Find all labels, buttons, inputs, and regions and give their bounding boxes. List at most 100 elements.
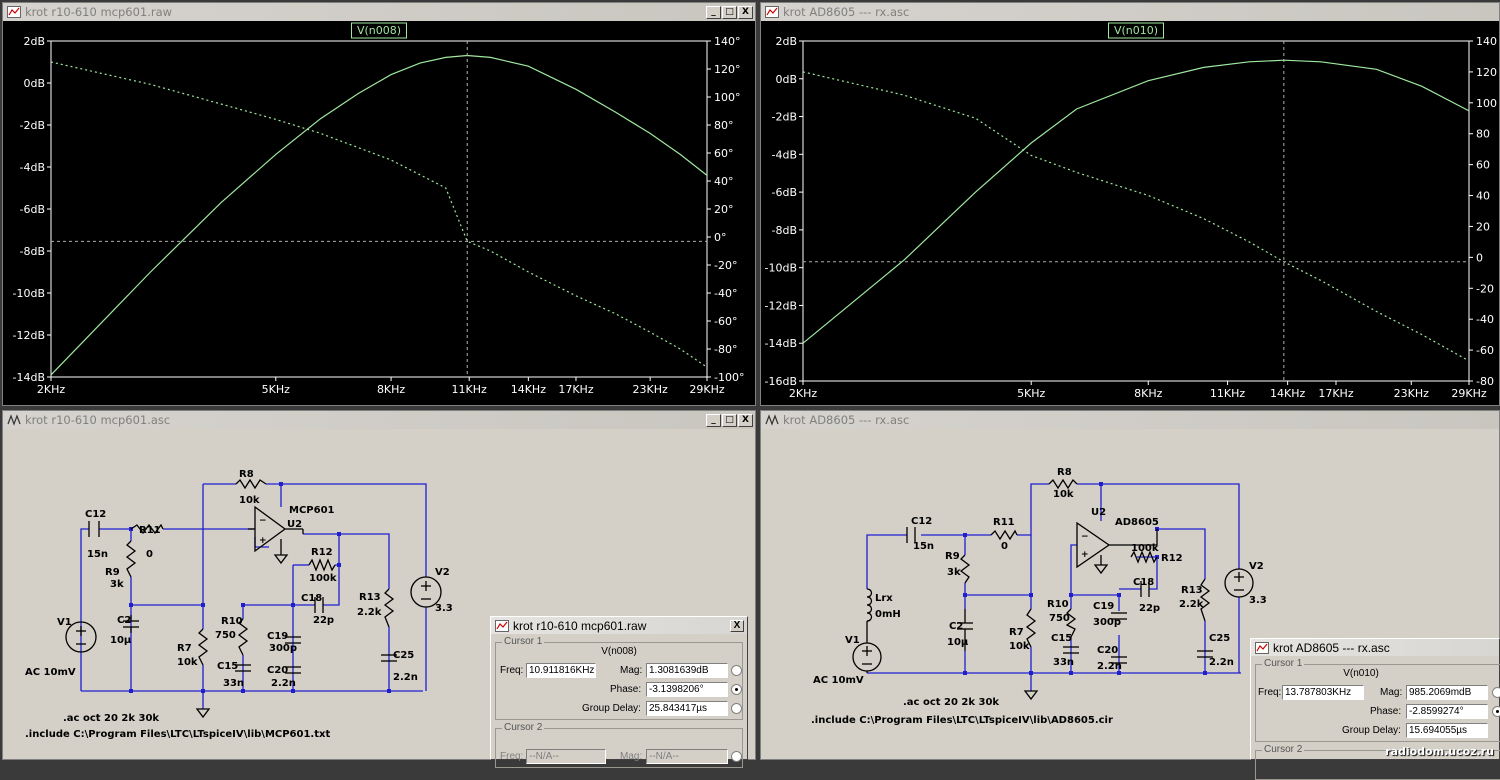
junctions: [129, 482, 391, 693]
freq-field[interactable]: 10.911816KHz: [526, 663, 596, 678]
value-r11: 0: [1001, 541, 1008, 552]
label-r12: R12: [311, 547, 333, 558]
y-right-tick-label: 20°: [714, 203, 734, 216]
x-tick-label: 11KHz: [1210, 387, 1245, 400]
y-right-tick-label: 0: [1476, 251, 1483, 264]
value-v1: AC 10mV: [25, 667, 76, 678]
directive-include: .include C:\Program Files\LTC\LTspiceIV\…: [25, 729, 330, 740]
label-r8: R8: [1057, 467, 1072, 478]
mag-field[interactable]: 1.3081639dB: [646, 663, 728, 678]
x-tick-label: 8KHz: [1134, 387, 1162, 400]
y-left-tick-label: 2dB: [775, 35, 797, 48]
x-tick-label: 14KHz: [1270, 387, 1305, 400]
schematic-window-left-titlebar[interactable]: krot r10-610 mcp601.asc _ □ X: [3, 411, 755, 429]
value-r8: 10k: [239, 495, 260, 506]
y-left-tick-label: -10dB: [765, 262, 798, 275]
group-delay-radio[interactable]: [731, 703, 742, 714]
label-c2: C2: [949, 621, 963, 632]
phase-field[interactable]: -3.1398206°: [646, 682, 728, 697]
mag-label: Mag:: [620, 665, 642, 676]
waveform-icon: [495, 620, 509, 632]
part-u2: AD8605: [1115, 517, 1159, 528]
cursor-dialog-left[interactable]: krot r10-610 mcp601.raw X Cursor 1 V(n00…: [490, 616, 748, 760]
value-v1: AC 10mV: [813, 675, 864, 686]
y-left-tick-label: -6dB: [772, 186, 798, 199]
window-title: krot AD8605 --- rx.asc: [783, 413, 1499, 427]
cursor-dialog-title: krot AD8605 --- rx.asc: [1273, 641, 1499, 655]
label-v2: V2: [435, 567, 450, 578]
phase-radio[interactable]: [731, 684, 742, 695]
maximize-button[interactable]: □: [722, 414, 737, 427]
value-c2: 10µ: [947, 637, 969, 648]
y-right-tick-label: 100: [1476, 97, 1497, 110]
y-left-tick-label: -6dB: [20, 203, 46, 216]
trace-title: V(n008): [357, 24, 401, 37]
label-c25: C25: [393, 650, 414, 661]
close-button[interactable]: X: [738, 414, 753, 427]
y-left-tick-label: 0dB: [23, 77, 45, 90]
x-tick-label: 17KHz: [558, 383, 593, 396]
cursor1-group: Cursor 1 V(n010) Freq: 13.787803KHz Mag:…: [1255, 664, 1500, 742]
plot-window-right-titlebar[interactable]: krot AD8605 --- rx.asc: [761, 3, 1499, 21]
label-c20: C20: [1097, 645, 1118, 656]
trace-name: V(n010): [1256, 668, 1466, 679]
x-tick-label: 23KHz: [1394, 387, 1429, 400]
label-r12: R12: [1161, 553, 1183, 564]
phase-trace: [803, 72, 1469, 361]
mag-radio[interactable]: [731, 665, 742, 676]
trace-title: V(n010): [1114, 24, 1158, 37]
mag-field[interactable]: 985.2069mdB: [1406, 685, 1488, 700]
group-delay-field[interactable]: 15.694055µs: [1406, 723, 1488, 738]
label-lrx: Lrx: [875, 593, 893, 604]
minimize-button[interactable]: _: [706, 414, 721, 427]
value-c25: 2.2n: [1209, 657, 1234, 668]
directive-ac: .ac oct 20 2k 30k: [903, 697, 999, 708]
cursor-dialog-titlebar[interactable]: krot AD8605 --- rx.asc: [1251, 639, 1499, 656]
y-right-tick-label: 40: [1476, 190, 1490, 203]
schematic-window-right-titlebar[interactable]: krot AD8605 --- rx.asc: [761, 411, 1499, 429]
freq-label: Freq:: [500, 665, 523, 676]
cursor-dialog-titlebar[interactable]: krot r10-610 mcp601.raw X: [491, 617, 747, 634]
group-delay-field[interactable]: 25.843417µs: [646, 701, 728, 716]
phase-field[interactable]: -2.8599274°: [1406, 704, 1488, 719]
plot-window-left-titlebar[interactable]: krot r10-610 mcp601.raw _ □ X: [3, 3, 755, 21]
y-right-tick-label: 140°: [714, 35, 741, 48]
y-left-tick-label: -16dB: [765, 375, 798, 388]
value-r12: 100k: [1131, 543, 1159, 554]
close-button[interactable]: X: [738, 6, 753, 19]
waveform-icon: [1255, 642, 1269, 654]
label-r7: R7: [177, 643, 192, 654]
magnitude-trace: [803, 60, 1469, 343]
label-c18: C18: [301, 593, 322, 604]
freq2-label: Freq:: [500, 751, 523, 762]
x-tick-label: 2KHz: [789, 387, 817, 400]
y-left-tick-label: -12dB: [765, 299, 798, 312]
y-right-tick-label: 80°: [714, 119, 734, 132]
minimize-button[interactable]: _: [706, 6, 721, 19]
label-r11: R11: [139, 525, 161, 536]
y-right-tick-label: 120: [1476, 66, 1497, 79]
window-title: krot r10-610 mcp601.asc: [25, 413, 706, 427]
maximize-button[interactable]: □: [722, 6, 737, 19]
plot-window-left[interactable]: krot r10-610 mcp601.raw _ □ X V(n008)2KH…: [2, 2, 756, 406]
y-left-tick-label: -10dB: [13, 287, 46, 300]
value-c18: 22p: [313, 615, 334, 626]
phase-radio[interactable]: [1492, 706, 1500, 717]
close-button[interactable]: X: [730, 620, 744, 632]
opamp-plus: +: [1081, 550, 1089, 560]
cursor-dialog-title: krot r10-610 mcp601.raw: [513, 619, 730, 633]
value-r7: 10k: [177, 657, 198, 668]
freq-field[interactable]: 13.787803KHz: [1282, 685, 1364, 700]
freq-label: Freq:: [1258, 687, 1281, 698]
mag-radio[interactable]: [1492, 687, 1500, 698]
waveform-icon: [7, 6, 21, 18]
phase-label: Phase:: [610, 684, 641, 695]
cursor-dialog-right[interactable]: krot AD8605 --- rx.asc Cursor 1 V(n010) …: [1250, 638, 1500, 760]
plot-frame: [803, 41, 1469, 381]
freq2-field: --N/A--: [526, 749, 606, 764]
